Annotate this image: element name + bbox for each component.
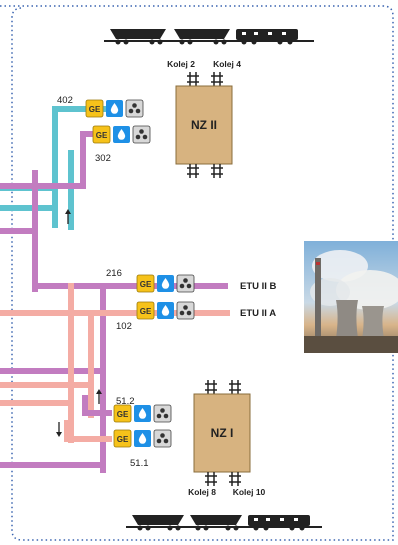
label-kolej-10: Kolej 10 (233, 487, 266, 497)
ge-icon: GE (114, 430, 131, 447)
conveyor-51-2 (82, 395, 112, 416)
ge-icon: GE (114, 405, 131, 422)
label-line-102: 102 (116, 321, 132, 332)
label-line-302: 302 (95, 153, 111, 164)
label-line-216: 216 (106, 268, 122, 279)
label-line-51-1: 51.1 (130, 458, 149, 469)
label-kolej-4: Kolej 4 (213, 59, 241, 69)
icon-group: GE (114, 405, 171, 422)
ge-label: GE (140, 307, 152, 316)
icon-group: GE (114, 430, 171, 447)
icon-group: GE (93, 126, 150, 143)
coal-icon (126, 100, 143, 117)
water-drop-icon (157, 275, 174, 292)
icon-group: GE (86, 100, 143, 117)
label-etu2b: ETU II B (240, 281, 277, 292)
ge-icon: GE (137, 275, 154, 292)
power-plant-photo (304, 241, 398, 353)
coal-icon (177, 275, 194, 292)
water-drop-icon (134, 430, 151, 447)
ge-icon: GE (93, 126, 110, 143)
coal-icon (133, 126, 150, 143)
water-drop-icon (157, 302, 174, 319)
train-bottom-icon (126, 515, 322, 531)
water-drop-icon (106, 100, 123, 117)
ge-label: GE (117, 435, 129, 444)
ge-label: GE (140, 280, 152, 289)
ge-icon: GE (137, 302, 154, 319)
arrow-down-icon (56, 422, 62, 437)
label-line-51-2: 51.2 (116, 396, 135, 407)
icon-group: GE (137, 275, 194, 292)
ge-label: GE (89, 105, 101, 114)
coal-icon (154, 430, 171, 447)
coal-icon (154, 405, 171, 422)
ge-label: GE (96, 131, 108, 140)
track-symbols-nz1-bottom (205, 472, 241, 486)
icon-group: GE (137, 302, 194, 319)
water-drop-icon (134, 405, 151, 422)
track-symbols-nz1-top (205, 380, 241, 394)
water-drop-icon (113, 126, 130, 143)
ge-icon: GE (86, 100, 103, 117)
label-nz1: NZ I (211, 426, 234, 440)
track-symbols-nz2-top (187, 72, 223, 86)
label-nz2: NZ II (191, 118, 217, 132)
conveyor-402 (0, 106, 108, 230)
train-top-icon (104, 29, 314, 45)
label-kolej-8: Kolej 8 (188, 487, 216, 497)
coal-icon (177, 302, 194, 319)
label-etu2a: ETU II A (240, 308, 276, 319)
track-symbols-nz2-bottom (187, 164, 223, 178)
ge-label: GE (117, 410, 129, 419)
label-kolej-2: Kolej 2 (167, 59, 195, 69)
label-line-402: 402 (57, 95, 73, 106)
